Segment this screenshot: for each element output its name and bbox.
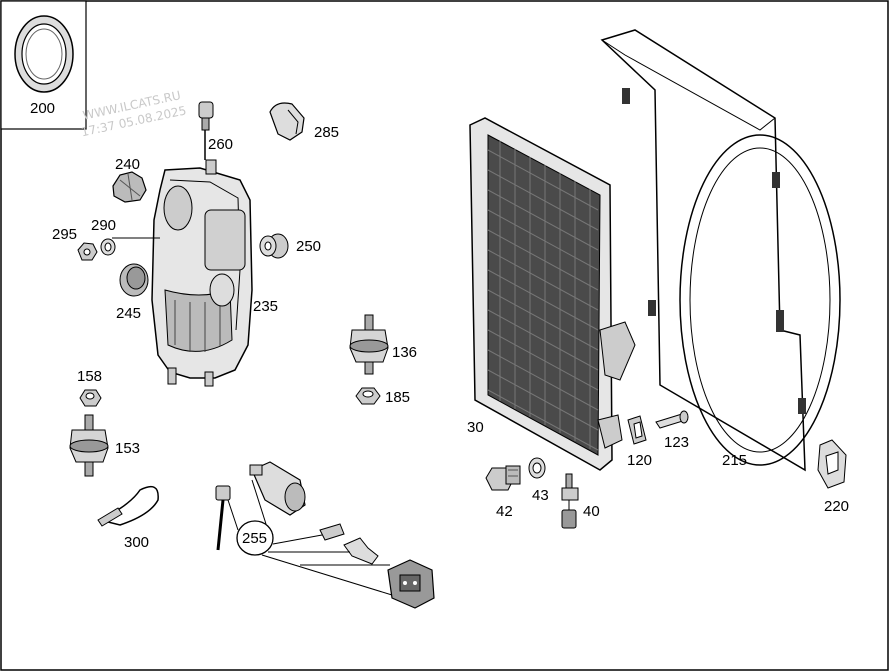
callout-220: 220 [824,498,849,515]
callout-circle-255 [236,520,274,556]
callout-136: 136 [392,344,417,361]
part-120-clip[interactable] [627,415,647,445]
callout-185: 185 [385,389,410,406]
callout-245: 245 [116,305,141,322]
callout-235: 235 [253,298,278,315]
callout-42: 42 [496,503,513,520]
part-136-rubber-mount[interactable] [349,314,389,375]
callout-123: 123 [664,434,689,451]
callout-260: 260 [208,136,233,153]
part-255-connector-set[interactable] [215,461,435,609]
callout-120: 120 [627,452,652,469]
callout-30: 30 [467,419,484,436]
part-300-cable-tie[interactable] [97,485,159,527]
part-153-rubber-mount[interactable] [69,414,109,477]
callout-285: 285 [314,124,339,141]
part-43-washer[interactable] [528,457,546,479]
callout-300: 300 [124,534,149,551]
part-200-seal-ring[interactable] [14,15,74,93]
part-235-expansion-tank[interactable] [151,159,253,387]
callout-290: 290 [91,217,116,234]
leader-255-a [251,479,267,525]
leader-255-b [227,499,239,531]
callout-43: 43 [532,487,549,504]
callout-158: 158 [77,368,102,385]
callout-240: 240 [115,156,140,173]
part-250-grommet[interactable] [259,233,289,259]
part-42-drain-plug[interactable] [485,465,521,491]
callout-295: 295 [52,226,77,243]
callout-200: 200 [30,100,55,117]
callout-40: 40 [583,503,600,520]
part-158-nut[interactable] [79,389,102,407]
part-40-temperature-sensor[interactable] [561,473,579,529]
part-215-fan-shroud[interactable] [600,29,841,472]
part-295-nut[interactable] [77,242,98,261]
leader-255-e [261,554,393,596]
part-290-washer[interactable] [100,238,116,256]
part-30-radiator[interactable] [469,117,636,471]
part-240-filler-cap[interactable] [112,171,147,203]
part-123-pin[interactable] [655,410,689,429]
part-185-nut[interactable] [355,387,381,405]
callout-215: 215 [722,452,747,469]
part-285-cap[interactable] [269,102,305,141]
part-220-bracket[interactable] [817,439,847,489]
callout-153: 153 [115,440,140,457]
leader-255-c [272,534,323,545]
part-245-cap[interactable] [119,263,149,297]
callout-255: 255 [242,530,267,547]
callout-250: 250 [296,238,321,255]
